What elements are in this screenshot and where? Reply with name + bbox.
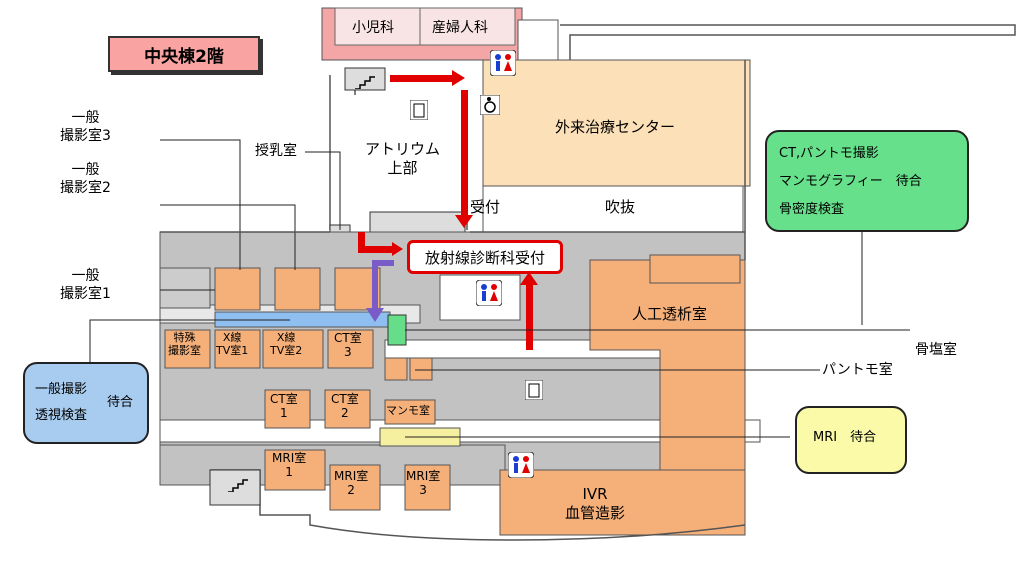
outpatient-center-area — [482, 59, 751, 187]
bone-salt-room-label: 骨塩室 — [915, 342, 957, 358]
mammo-room-label: マンモ室 — [386, 404, 430, 417]
callout-line: MRI 待合 — [813, 430, 877, 445]
pediatrics-label: 小児科 — [352, 20, 394, 36]
callout-line: 骨密度検査 — [779, 202, 845, 217]
atrium-void-label: 吹抜 — [605, 198, 636, 216]
reception-label: 受付 — [470, 198, 501, 216]
stairs-icon — [355, 76, 375, 89]
restroom-icon — [476, 280, 502, 306]
stairs-top — [344, 67, 386, 91]
xray-room-2-label: 一般 撮影室2 — [60, 162, 111, 196]
callout-wait: 待合 — [107, 395, 134, 410]
restroom-icon — [490, 50, 516, 76]
callout-line: CT,パントモ撮影 — [779, 146, 879, 161]
ct-room-1-label: CT室 1 — [270, 392, 298, 420]
red-route-arrows — [358, 70, 538, 350]
general-xray-wait-callout: 一般撮影 透視検査 待合 — [23, 362, 149, 444]
elevator-icon — [525, 380, 543, 400]
purple-route-arrow — [366, 260, 394, 322]
ct-room-2-label: CT室 2 — [331, 392, 359, 420]
radiology-reception-label: 放射線診断科受付 — [407, 240, 563, 274]
special-room-label: 特殊 撮影室 — [168, 331, 201, 357]
wheelchair-icon — [480, 95, 500, 115]
ivr-label: IVR 血管造影 — [565, 485, 626, 522]
mri-room-2-label: MRI室 2 — [334, 469, 369, 497]
mri-room-1-label: MRI室 1 — [272, 451, 307, 479]
ct-room-3-label: CT室 3 — [334, 331, 362, 359]
xtv-room-1-label: X線 TV室1 — [216, 331, 249, 357]
restroom-icon — [508, 452, 534, 478]
xtv-room-2-label: X線 TV室2 — [270, 331, 303, 357]
floor-title: 中央棟2階 — [108, 36, 260, 72]
mri-room-3-label: MRI室 3 — [406, 469, 441, 497]
nursing-room-label: 授乳室 — [255, 143, 297, 159]
ivr-area — [499, 469, 746, 536]
mri-wait-callout: MRI 待合 — [795, 406, 907, 474]
panto-room-label: パントモ室 — [822, 362, 893, 378]
callout-line: 一般撮影 — [35, 382, 88, 397]
callout-line: 透視検査 — [35, 408, 88, 423]
ct-wait-callout: CT,パントモ撮影 マンモグラフィー 待合 骨密度検査 — [765, 130, 969, 232]
xray-room-3-label: 一般 撮影室3 — [60, 110, 111, 144]
outpatient-center-label: 外来治療センター — [555, 118, 676, 136]
obgyn-label: 産婦人科 — [432, 20, 488, 36]
escalator — [369, 211, 466, 233]
xray-room-1-label: 一般 撮影室1 — [60, 268, 111, 302]
callout-line: マンモグラフィー 待合 — [779, 174, 922, 189]
atrium-label: アトリウム 上部 — [365, 140, 441, 177]
stairs-icon — [228, 479, 248, 492]
leader-lines — [89, 139, 910, 438]
dialysis-label: 人工透析室 — [632, 305, 708, 323]
elevator-icon — [410, 100, 428, 120]
